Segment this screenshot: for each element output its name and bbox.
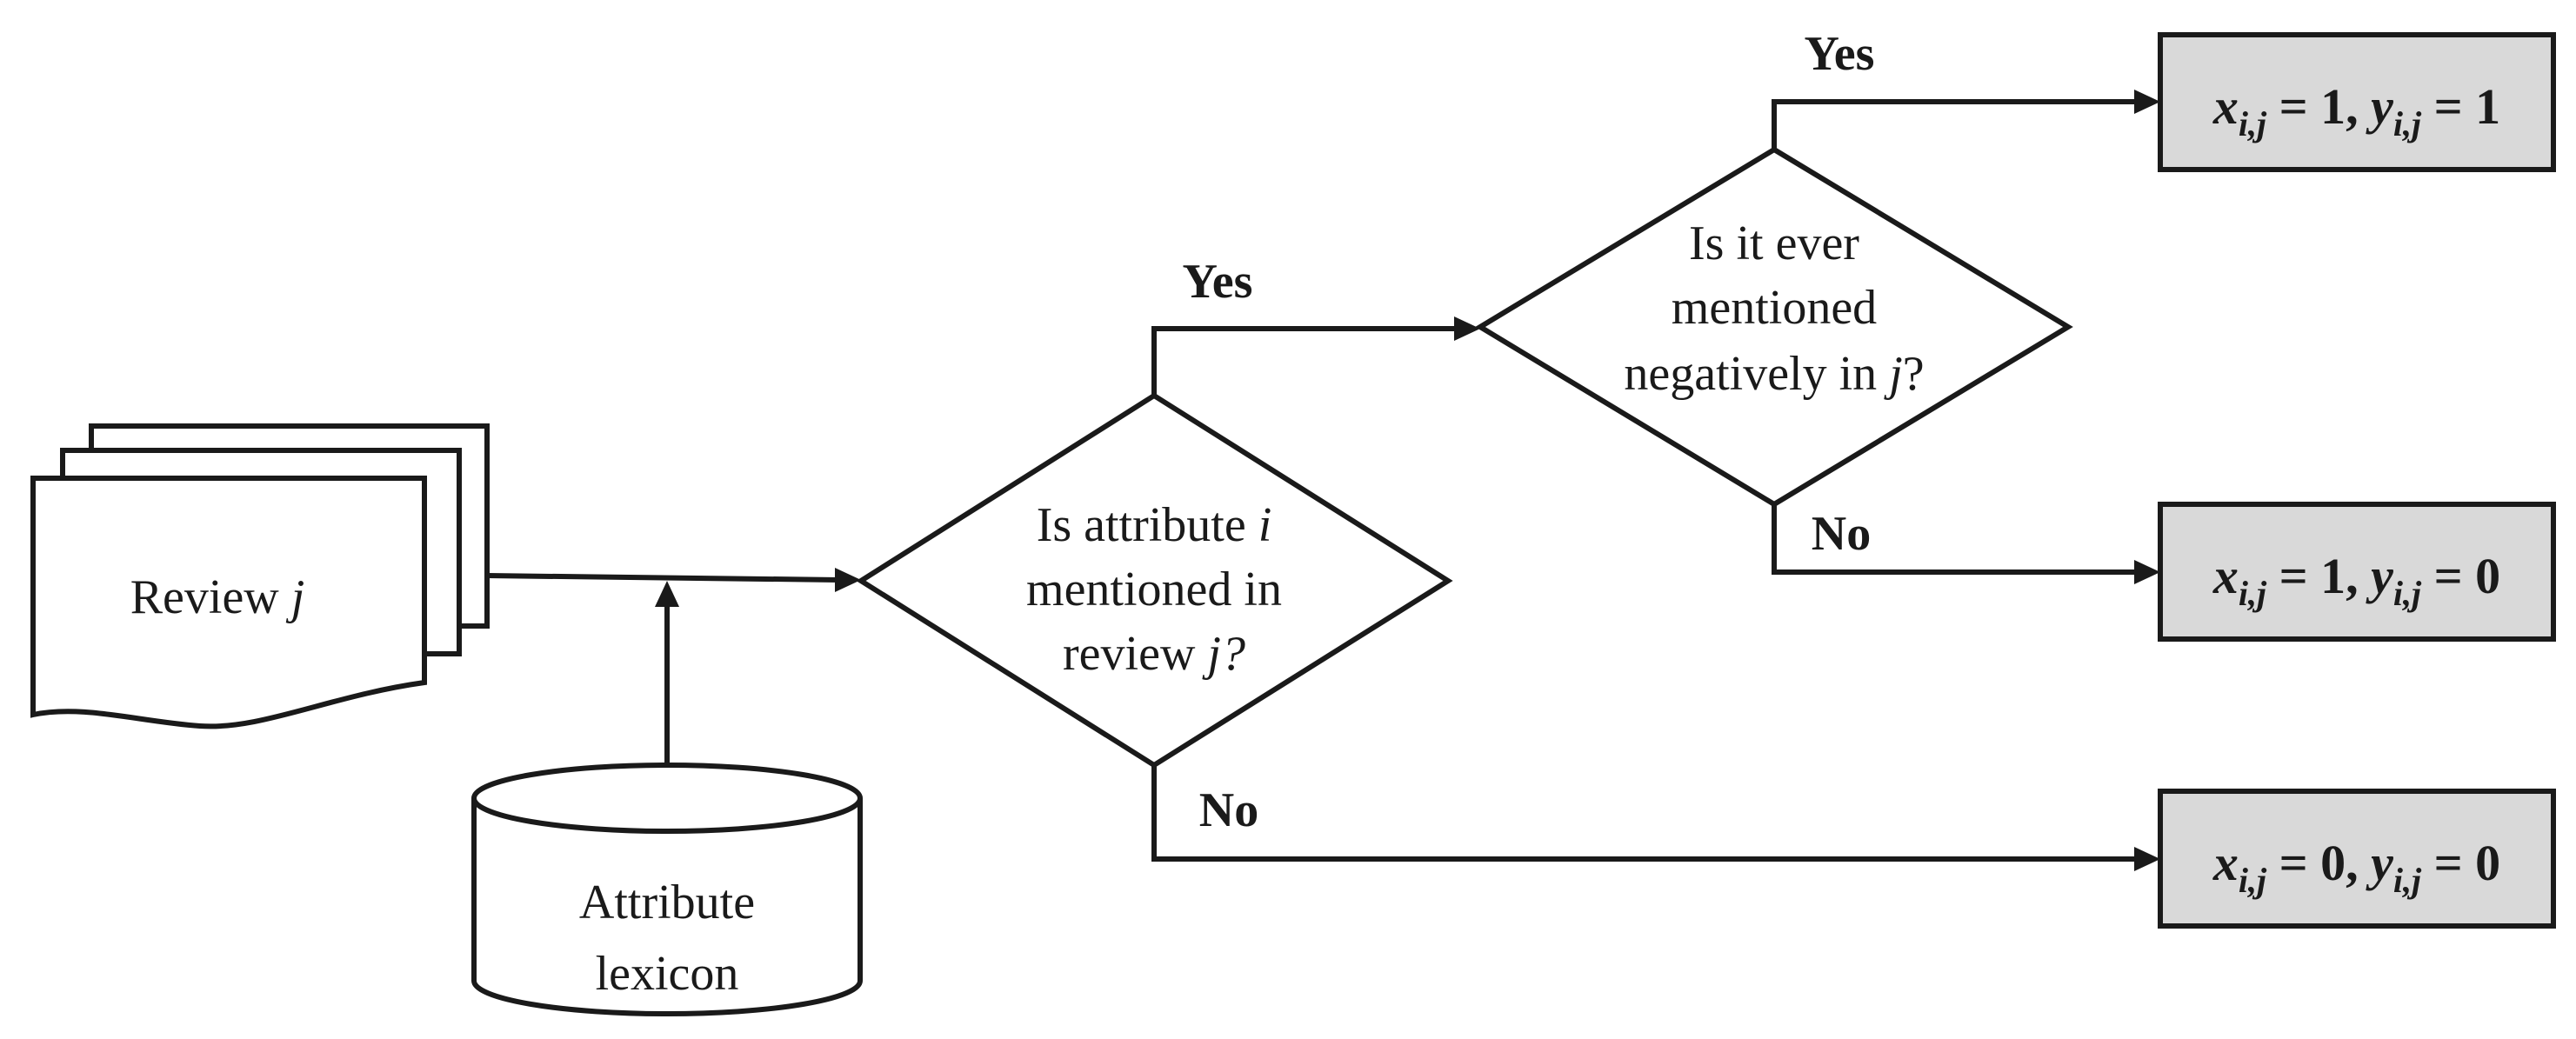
decision-line1: Is attribute i [1037,498,1272,552]
decision-attribute-mentioned: Is attribute i mentioned in review j? [856,392,1453,769]
mentioned-no-arrowhead [2134,847,2160,871]
result-box-x1-y1: xi,j = 1, yi,j = 1 [2158,32,2556,172]
decision-diamond [856,392,1453,769]
result-box-x0-y0: xi,j = 0, yi,j = 0 [2158,789,2556,929]
decision-diamond [1475,146,2073,508]
lexicon-body [471,798,863,1016]
lexicon-label-line1: Attribute [579,876,755,929]
result-box [2158,502,2556,642]
review-to-decision-arrowhead [835,568,861,592]
result-formula: xi,j = 1, yi,j = 1 [2212,78,2500,143]
decision-line2: mentioned [1672,281,1877,335]
negative-no-label: No [1812,507,1871,561]
result-box-x1-y0: xi,j = 1, yi,j = 0 [2158,502,2556,642]
decision-line3: negatively in j? [1624,347,1924,401]
lexicon-arrowhead [655,581,679,607]
mentioned-yes-label: Yes [1183,255,1253,309]
decision-line3: review j? [1063,627,1245,681]
review-document-stack: Review j [30,423,490,729]
review-label: Review j [130,570,305,624]
decision-line2: mentioned in [1026,563,1282,616]
result-box [2158,789,2556,929]
decision-line1: Is it ever [1689,216,1859,270]
mentioned-no-connector [1151,765,2135,862]
review-to-decision-line [486,573,840,583]
decision-mentioned-negatively: Is it ever mentioned negatively in j? [1475,146,2073,508]
connectors [486,90,2160,871]
mentioned-no-label: No [1199,783,1258,837]
result-formula: xi,j = 0, yi,j = 0 [2212,835,2500,900]
negative-no-connector [1772,504,2135,575]
attribute-lexicon-cylinder: Attribute lexicon [471,763,863,1016]
result-box [2158,32,2556,172]
review-page-front [30,476,427,729]
lexicon-top [471,763,863,834]
negative-yes-connector [1772,99,2135,150]
lexicon-label-line2: lexicon [596,947,739,1001]
negative-yes-arrowhead [2134,90,2160,114]
negative-yes-label: Yes [1805,27,1875,81]
negative-no-arrowhead [2134,560,2160,584]
mentioned-yes-connector [1151,326,1457,396]
result-formula: xi,j = 1, yi,j = 0 [2212,548,2500,613]
mentioned-yes-arrowhead [1454,316,1480,341]
